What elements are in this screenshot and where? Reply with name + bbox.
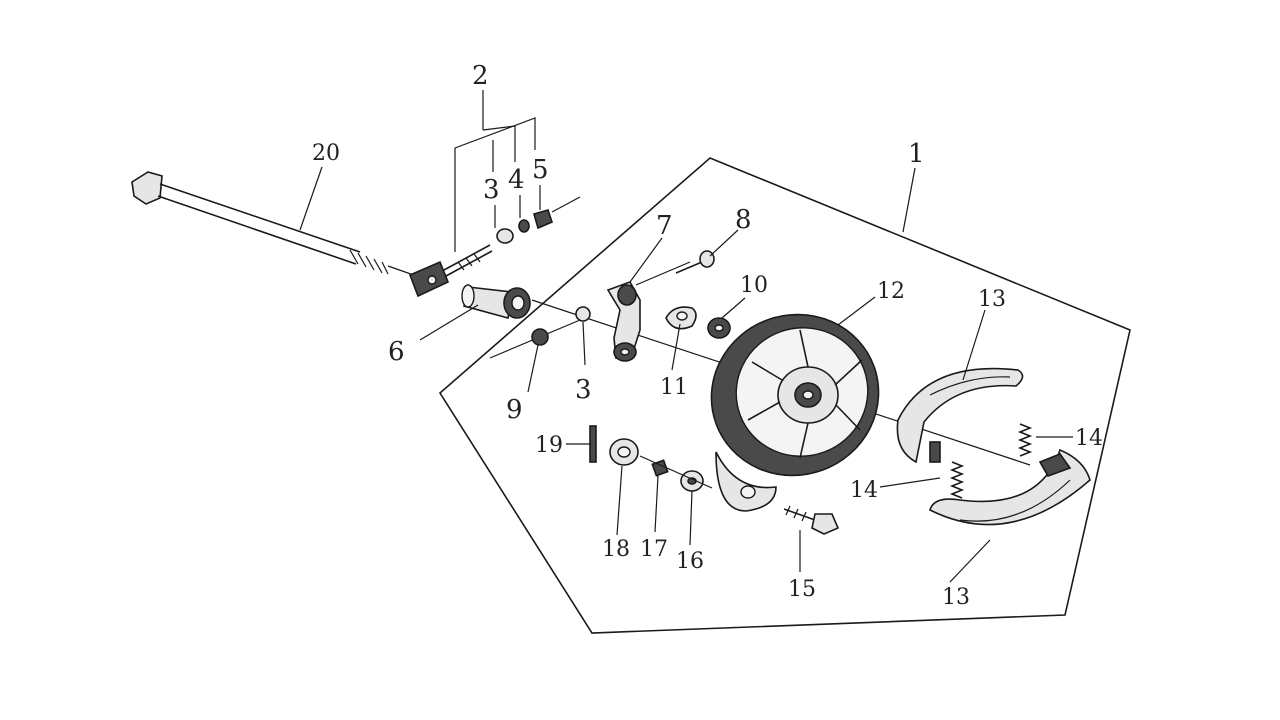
pin-part-19 [589,425,597,463]
callout-17: 17 [640,537,668,562]
callout-1: 1 [908,139,925,169]
callout-13-bottom: 13 [942,585,970,610]
washer-part-3 [575,306,591,322]
assembly-outline [438,157,1131,634]
callout-10: 10 [740,273,768,298]
brake-arm-part-7 [606,261,691,362]
callout-3-bottom: 3 [575,375,592,405]
callout-14-left: 14 [850,478,878,503]
axle-part-20 [131,171,426,280]
sleeve-part-6 [461,284,531,320]
callout-18: 18 [602,537,630,562]
callout-6: 6 [388,337,405,367]
plate-part-11 [665,306,697,330]
callout-5: 5 [532,155,549,185]
callout-9: 9 [506,395,523,425]
callout-16: 16 [676,549,704,574]
brake-panel-part-12 [710,313,880,512]
callout-12: 12 [877,279,905,304]
pin-part-8 [675,250,715,274]
leader-lines [299,90,1073,583]
spring-part-14-right [1017,423,1033,457]
brake-shoe-lower-part-13 [929,448,1091,526]
callout-11: 11 [660,375,688,400]
callout-7: 7 [656,211,673,241]
callout-8: 8 [735,205,752,235]
nut-part-9 [531,328,549,346]
brake-shoe-upper-part-13 [896,367,1024,464]
callout-2: 2 [472,61,489,91]
bolt-part-15 [783,505,840,535]
adjuster-bolt-part-2 [408,196,581,298]
callout-14-right: 14 [1075,426,1103,451]
seal-part-17 [651,459,669,477]
callout-4: 4 [508,165,525,195]
spring-part-14-left [949,461,965,499]
callout-13-top: 13 [978,287,1006,312]
callout-3-top: 3 [483,175,500,205]
callout-19: 19 [535,433,563,458]
callout-20: 20 [312,141,340,166]
callout-15: 15 [788,577,816,602]
